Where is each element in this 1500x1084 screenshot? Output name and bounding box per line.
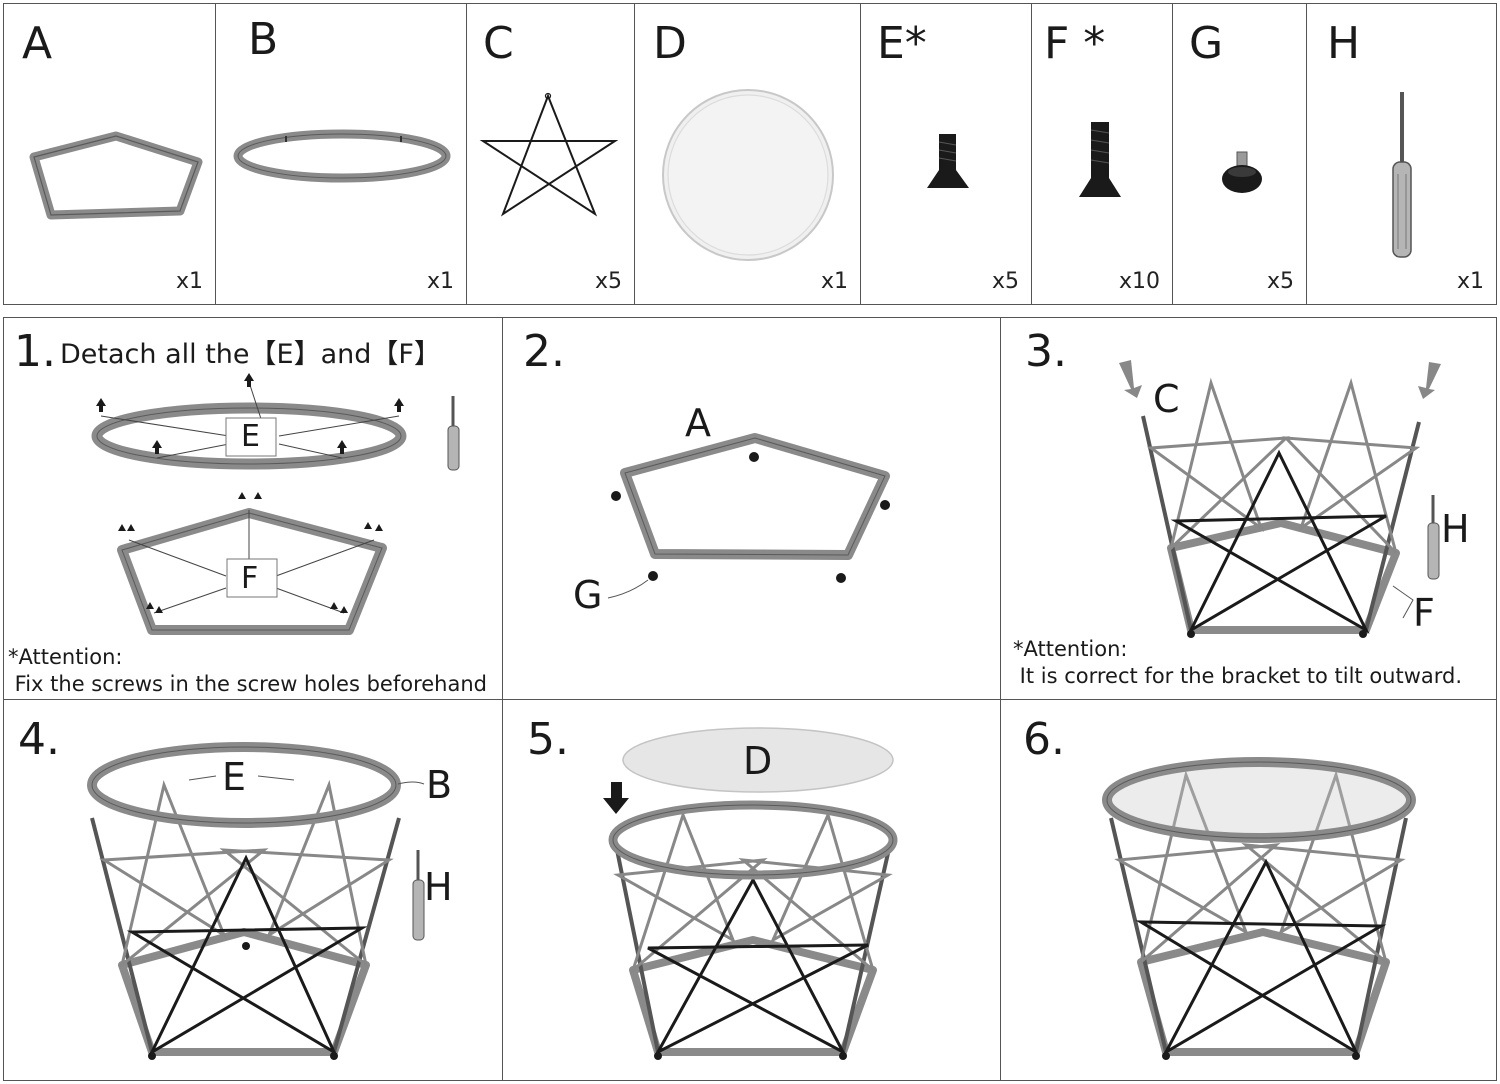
part-quantity: x1 [1456,269,1484,294]
part-cell-a: A x1 [3,3,216,305]
part-cell-g: G x5 [1172,3,1307,305]
screwdriver-icon [1392,92,1412,258]
label-b: B [426,763,453,807]
step-3-illustration [1119,360,1441,638]
pentagon-frame-icon [29,131,203,220]
part-cell-e: E* x5 [860,3,1032,305]
attention-note: *Attention: It is correct for the bracke… [1013,637,1463,688]
part-quantity: x1 [820,269,848,294]
label-e: E [222,755,247,799]
part-quantity: x1 [426,269,454,294]
label-g: G [573,573,603,617]
long-screw-icon [1079,122,1121,197]
part-letter: H [1327,18,1361,69]
part-cell-f: F * x10 [1031,3,1173,305]
step-4-illustration [87,742,425,1060]
label-c: C [1153,377,1180,421]
part-letter: C [483,18,514,69]
step-5-panel: 5. D [502,699,1001,1081]
round-frame-icon [233,129,451,183]
step-1-illustration [91,373,460,635]
part-cell-h: H x1 [1306,3,1497,305]
part-cell-c: C x5 [466,3,635,305]
step-number: 3. [1025,326,1067,377]
step-caption: Detach all the【E】and【F】 [60,339,441,370]
part-letter: E* [877,18,927,69]
step-2-illustration [607,433,890,599]
label-a: A [685,401,711,445]
step-2-panel: 2. A G [502,317,1001,700]
part-quantity: x5 [991,269,1019,294]
part-quantity: x1 [175,269,203,294]
step-5-illustration [603,727,898,1060]
part-quantity: x5 [594,269,622,294]
step-number: 2. [523,326,565,377]
step-6-illustration [1102,757,1416,1060]
label-f: F [241,561,259,596]
part-letter: B [248,14,279,65]
leveling-foot-icon [1222,151,1262,193]
part-cell-d: D x1 [634,3,861,305]
step-number: 1. [14,326,56,377]
step-1-panel: 1. Detach all the【E】and【F】 [3,317,503,700]
label-d: D [743,739,773,783]
label-f: F [1413,591,1435,635]
part-quantity: x5 [1266,269,1294,294]
part-cell-b: B x1 [215,3,467,305]
part-letter: G [1189,18,1224,69]
part-letter: F * [1044,18,1106,69]
short-screw-icon [927,134,969,188]
label-h: H [1441,507,1470,551]
part-letter: D [653,18,687,69]
attention-note: *Attention: Fix the screws in the screw … [8,645,487,696]
step-number: 5. [527,714,569,765]
star-bracket-icon [479,92,619,217]
step-number: 4. [18,714,60,765]
label-e: E [241,419,260,454]
step-4-panel: 4. E B H [3,699,503,1081]
part-quantity: x10 [1118,269,1160,294]
label-h: H [424,865,453,909]
step-3-panel: 3. C H F *Attention: It is correct for t… [1000,317,1497,700]
part-letter: A [22,18,53,69]
glass-top-icon [662,89,834,261]
step-6-panel: 6. [1000,699,1497,1081]
step-number: 6. [1023,714,1065,765]
